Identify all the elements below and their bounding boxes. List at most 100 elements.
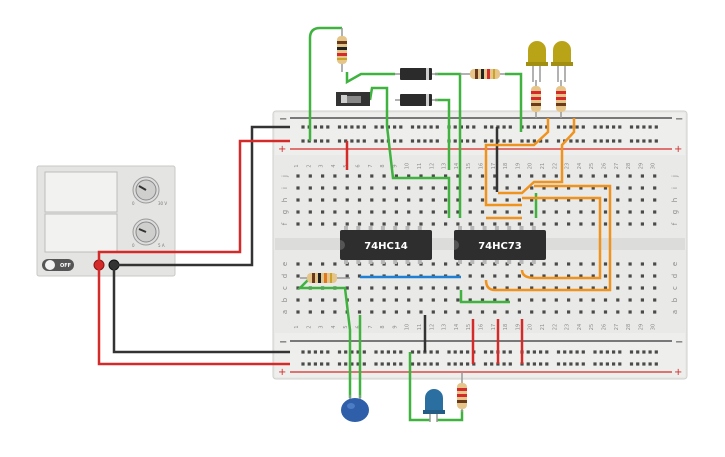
breadboard-hole [407, 186, 411, 190]
breadboard-hole [579, 222, 583, 226]
led-yellow-1 [526, 41, 548, 82]
breadboard-hole [468, 286, 472, 290]
breadboard-hole [362, 125, 366, 129]
column-number: 22 [552, 163, 558, 169]
column-number: 28 [626, 324, 632, 330]
breadboard-hole [468, 210, 472, 214]
resistor-band [457, 388, 467, 391]
breadboard-hole [382, 198, 386, 202]
resistor-band [481, 69, 484, 79]
breadboard-hole [603, 174, 608, 178]
breadboard-hole [581, 125, 585, 129]
breadboard-hole [456, 186, 460, 190]
breadboard-hole [603, 298, 608, 302]
breadboard-hole [394, 222, 398, 226]
rail-plus-symbol: + [278, 367, 286, 378]
breadboard-hole [407, 210, 411, 214]
led-yellow-2 [551, 41, 573, 82]
breadboard-hole [480, 198, 485, 202]
breadboard-hole [456, 210, 460, 214]
breadboard-hole [502, 362, 506, 366]
orange-jumper [484, 184, 612, 292]
breadboard-hole [459, 362, 463, 366]
breadboard-hole [333, 210, 337, 214]
breadboard-hole [567, 286, 571, 290]
breadboard-hole [640, 286, 644, 290]
breadboard-hole [333, 298, 337, 302]
breadboard-hole [603, 210, 608, 214]
breadboard-hole [505, 222, 509, 226]
diode-body [400, 94, 432, 106]
breadboard-hole [556, 350, 561, 354]
column-number: 18 [503, 324, 509, 330]
column-number: 6 [356, 325, 362, 328]
breadboard-hole [394, 186, 398, 190]
breadboard-hole [530, 222, 534, 226]
chip-pin [368, 260, 373, 264]
breadboard-hole [313, 362, 317, 366]
breadboard-hole [532, 362, 536, 366]
breadboard-hole [435, 139, 439, 143]
breadboard-hole [357, 310, 362, 314]
row-letter: i [281, 187, 289, 189]
rail-minus-symbol: − [279, 114, 287, 125]
breadboard-hole [530, 186, 534, 190]
green-jumper [296, 277, 352, 398]
breadboard-hole [636, 362, 640, 366]
switch-slider[interactable] [343, 96, 361, 103]
breadboard-hole [417, 350, 421, 354]
knob2-max-label: 5 A [158, 243, 165, 248]
led-rim [526, 62, 548, 66]
breadboard-hole [337, 125, 342, 129]
column-number: 9 [392, 325, 398, 328]
capacitor [341, 395, 369, 422]
breadboard-hole [419, 198, 423, 202]
row-letter: d [671, 274, 679, 278]
breadboard-hole [628, 274, 632, 278]
breadboard-hole [362, 350, 366, 354]
breadboard-hole [382, 298, 386, 302]
breadboard-hole [526, 362, 530, 366]
column-number: 17 [491, 324, 497, 330]
breadboard-hole [308, 310, 312, 314]
breadboard-hole [453, 139, 457, 143]
breadboard-hole [567, 222, 571, 226]
chip-notch [340, 240, 345, 250]
breadboard-hole [640, 186, 644, 190]
resistor-band [337, 58, 347, 60]
column-number: 7 [368, 164, 374, 167]
resistor-body [307, 273, 337, 283]
breadboard-hole [605, 125, 609, 129]
led-body [425, 389, 443, 414]
breadboard-hole [468, 198, 472, 202]
slide-switch[interactable] [336, 92, 370, 106]
breadboard-hole [542, 298, 546, 302]
breadboard-hole [370, 198, 374, 202]
row-letter: j [671, 175, 679, 178]
power-supply: 0 30 V 0 5 A OFF [36, 165, 176, 277]
breadboard-hole [493, 274, 497, 278]
breadboard-hole [337, 362, 342, 366]
resistor-body [470, 69, 500, 79]
breadboard-hole [579, 310, 583, 314]
breadboard-hole [567, 174, 571, 178]
breadboard-hole [468, 174, 472, 178]
breadboard-hole [344, 350, 348, 354]
breadboard-hole [530, 262, 534, 266]
supply-wires [97, 125, 290, 366]
breadboard-hole [493, 222, 497, 226]
column-number: 16 [479, 163, 485, 169]
column-number: 23 [565, 324, 571, 330]
breadboard-hole [593, 350, 597, 354]
orange-jumper [498, 118, 576, 195]
breadboard-hole [542, 222, 546, 226]
breadboard-hole [296, 310, 300, 314]
breadboard-hole [466, 350, 470, 354]
green-jumper [505, 72, 523, 132]
breadboard-hole [554, 298, 558, 302]
column-number: 13 [442, 324, 448, 330]
breadboard-hole [333, 310, 337, 314]
breadboard-hole [419, 222, 423, 226]
switch-knob[interactable] [341, 95, 347, 103]
breadboard-hole [628, 198, 632, 202]
